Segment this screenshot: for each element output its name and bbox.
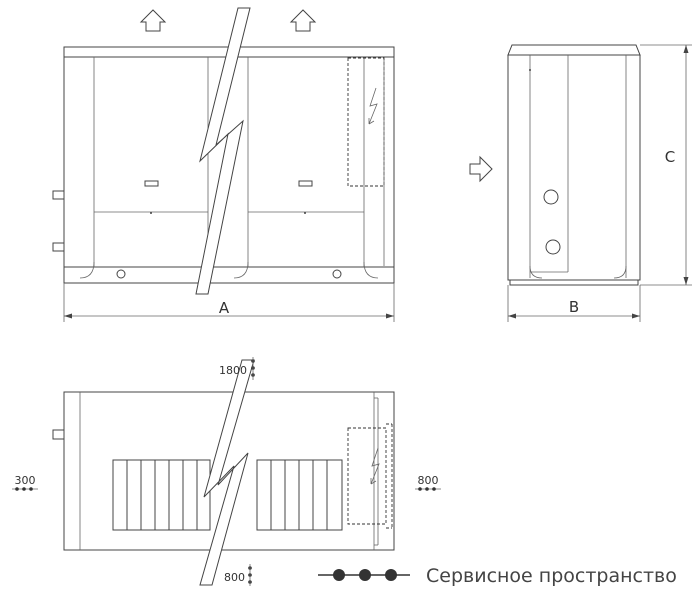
fan-grille-right xyxy=(256,459,343,531)
dimension-b-label: B xyxy=(569,298,579,316)
clearance-top: 1800 xyxy=(219,357,255,380)
clearance-top-label: 1800 xyxy=(219,364,247,377)
legend-dot-3 xyxy=(385,569,397,581)
side-pipe-port-upper xyxy=(543,189,559,205)
airflow-in-arrow-icon xyxy=(469,155,493,183)
clearance-left: 300 xyxy=(12,474,38,491)
dimension-a-label: A xyxy=(219,299,230,317)
airflow-up-arrow-left-icon xyxy=(139,9,167,32)
legend-label: Сервисное пространство xyxy=(426,565,677,587)
top-view-body xyxy=(63,391,395,551)
front-view: A xyxy=(52,7,395,322)
clearance-right: 800 xyxy=(415,474,441,491)
electrical-box-top xyxy=(347,427,387,525)
side-pipe-port-lower xyxy=(545,239,561,255)
legend-dot-1 xyxy=(333,569,345,581)
front-handle-left xyxy=(144,180,159,187)
legend-dot-2 xyxy=(359,569,371,581)
side-body xyxy=(507,54,641,281)
front-base xyxy=(63,266,395,284)
legend: Сервисное пространство xyxy=(318,565,677,587)
top-pipe-stub xyxy=(52,429,65,440)
lightning-bolt-icon xyxy=(368,87,378,125)
airflow-up-arrow-right-icon xyxy=(289,9,317,32)
electrical-box-front xyxy=(347,57,385,187)
dimension-c-label: C xyxy=(665,148,675,166)
side-view: C B xyxy=(469,44,692,322)
break-line-icon xyxy=(195,7,251,295)
pipe-connection-lower xyxy=(52,242,65,252)
front-drain-right xyxy=(332,269,342,279)
fan-grille-left xyxy=(112,459,211,531)
side-top-panel xyxy=(507,44,641,56)
clearance-bottom-label: 800 xyxy=(224,571,245,584)
clearance-right-label: 800 xyxy=(418,474,439,487)
lightning-bolt-top-icon xyxy=(370,447,380,485)
side-feet xyxy=(509,279,639,286)
clearance-left-label: 300 xyxy=(15,474,36,487)
top-view: 1800 800 300 800 xyxy=(12,357,441,586)
front-drain-left xyxy=(116,269,126,279)
clearance-bottom: 800 xyxy=(224,564,252,586)
break-line-top-icon xyxy=(199,359,255,586)
pipe-connection-upper xyxy=(52,190,65,200)
front-handle-right xyxy=(298,180,313,187)
